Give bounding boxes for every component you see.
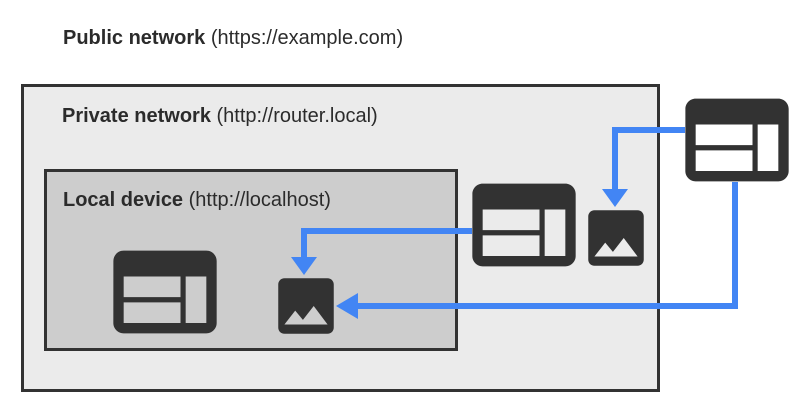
private-network-name: Private network (62, 105, 211, 127)
public-network-url: (https://example.com) (210, 27, 404, 49)
private-image-icon (588, 210, 644, 266)
local-image-icon (278, 278, 334, 334)
public-browser-window-icon (685, 98, 789, 182)
local-device-name: Local device (63, 189, 184, 211)
private-network-label: Private network (http://router.local) (62, 104, 378, 128)
local-device-url: (http://localhost) (188, 189, 331, 211)
private-network-url: (http://router.local) (216, 105, 378, 127)
public-network-name: Public network (63, 27, 206, 49)
private-browser-window-icon (472, 183, 576, 267)
public-network-label: Public network (https://example.com) (63, 26, 403, 50)
local-browser-window-icon (113, 250, 217, 334)
local-device-label: Local device (http://localhost) (63, 188, 331, 212)
